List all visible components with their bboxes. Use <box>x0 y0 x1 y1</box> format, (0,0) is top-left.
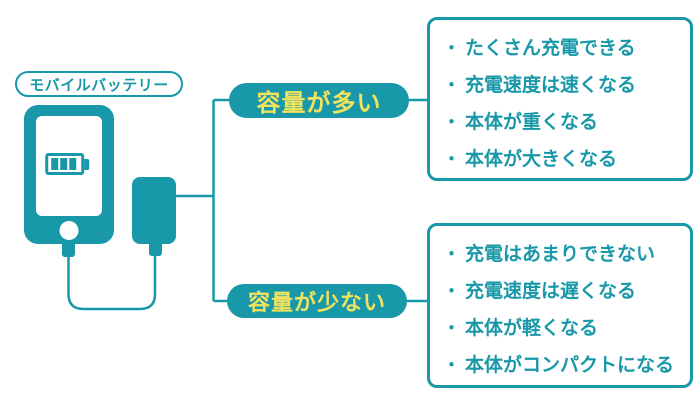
list-item-text: たくさん充電できる <box>465 38 636 59</box>
bullet-icon: ・ <box>443 39 460 58</box>
list-item-text: 本体が大きくなる <box>465 149 618 170</box>
pill-large-capacity: 容量が多い <box>229 83 409 118</box>
bullet-icon: ・ <box>443 150 460 169</box>
bullet-icon: ・ <box>443 282 460 301</box>
phone-screen <box>36 116 102 216</box>
list-item-text: 充電速度は速くなる <box>465 75 637 96</box>
title-label: モバイルバッテリー <box>15 71 183 97</box>
battery-bar <box>51 158 59 170</box>
power-bank-icon <box>132 177 176 244</box>
list-item: ・ たくさん充電できる <box>443 28 680 65</box>
title-label-text: モバイルバッテリー <box>29 76 169 94</box>
pill-small-capacity: 容量が少ない <box>227 284 407 318</box>
bullet-icon: ・ <box>443 76 460 95</box>
battery-terminal <box>84 158 90 170</box>
power-bank-cable-connector <box>149 242 162 256</box>
bullet-icon: ・ <box>443 356 460 375</box>
small-capacity-detail-box: ・ 充電はあまりできない ・ 充電速度は遅くなる ・ 本体が軽くなる ・ 本体が… <box>427 223 693 388</box>
list-item: ・ 本体が重くなる <box>443 102 680 139</box>
bullet-icon: ・ <box>443 113 460 132</box>
branch-lines <box>176 98 428 303</box>
bullet-icon: ・ <box>443 245 460 264</box>
list-item-text: 本体がコンパクトになる <box>465 355 675 376</box>
list-item-text: 充電はあまりできない <box>465 244 656 265</box>
battery-bar <box>69 158 77 170</box>
home-button-icon <box>59 221 79 240</box>
list-item: ・ 充電速度は速くなる <box>443 65 680 102</box>
list-item-text: 本体が重くなる <box>465 112 599 133</box>
list-item: ・ 本体が大きくなる <box>443 139 680 176</box>
list-item: ・ 本体が軽くなる <box>443 308 680 345</box>
bullet-icon: ・ <box>443 319 460 338</box>
cable <box>67 250 157 311</box>
battery-body <box>45 153 85 175</box>
list-item-text: 充電速度は遅くなる <box>465 281 637 302</box>
battery-bar <box>60 158 68 170</box>
large-capacity-detail-box: ・ たくさん充電できる ・ 充電速度は速くなる ・ 本体が重くなる ・ 本体が大… <box>427 17 693 181</box>
list-item: ・ 充電はあまりできない <box>443 234 680 271</box>
pill-small-capacity-label: 容量が少ない <box>247 290 386 315</box>
list-item: ・ 本体がコンパクトになる <box>443 345 680 382</box>
phone-cable-connector <box>62 243 75 257</box>
battery-icon <box>45 153 90 175</box>
smartphone-icon <box>24 105 114 244</box>
pill-large-capacity-label: 容量が多い <box>256 90 382 117</box>
list-item-text: 本体が軽くなる <box>465 318 599 339</box>
list-item: ・ 充電速度は遅くなる <box>443 271 680 308</box>
